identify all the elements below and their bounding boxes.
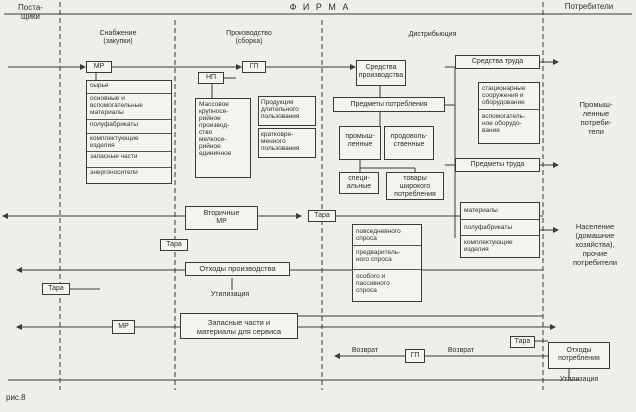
prod-np-box: НП [198,72,224,84]
waste-production-box: Отходы производства [185,262,290,276]
header-consumers: Потребители [564,2,614,11]
supply-item: энергоносители [87,167,171,184]
dist-industrial: промыш- ленные [339,126,381,160]
dist-means-production: Средства производства [356,60,406,86]
gp-bottom-box: ГП [405,349,425,363]
supply-items-list: сырье основные и вспомогательные материа… [86,80,172,184]
labor-item: полуфабрикаты [461,219,539,235]
tara-box-1: Тара [160,239,188,251]
dist-wide-goods: товары широкого потребления [386,172,444,200]
header-suppliers: Поста- щики [18,3,43,21]
prod-gp-box: ГП [242,61,266,73]
mr-bottom-box: МР [112,320,135,334]
labor-objects-list: материалы полуфабрикаты комплектующие из… [460,202,540,258]
supply-item: комплектующие изделия [87,133,171,151]
caption: рис.8 [6,393,26,402]
utilization-label-2: Утилизация [559,376,599,383]
prod-products-long: Продукция длительного пользования [258,96,316,126]
labor-item: стационарные сооружения и оборудование [482,85,526,106]
supply-item: сырье [90,82,109,89]
return-label-1: Возврат [351,347,379,354]
header-firm: Ф И Р М А [289,2,351,12]
demand-item: предваритель- ного спроса [353,245,421,269]
consumers-population: Население (домашние хозяйства), прочие п… [572,222,618,267]
col-distribution: Дистрибьюция [408,31,457,38]
prod-products-short: кратковре- менного пользования [258,128,316,158]
prod-mass-box: Массовое крупносе- рийное производ- ство… [195,98,251,178]
tara-box-3: Тара [42,283,70,295]
dist-food: продоволь- ственные [384,126,434,160]
labor-item: комплектующие изделия [461,235,539,258]
return-label-2: Возврат [447,347,475,354]
col-supply: Снабжение (закупки) [99,30,137,45]
utilization-label: Утилизация [210,291,250,298]
dist-consumer-goods: Предметы потребления [333,97,445,112]
labor-item: материалы [464,207,498,214]
consumers-industrial: Промыш- ленные потреби- тели [579,100,613,136]
supply-mr-box: МР [86,61,112,73]
consumer-waste-box: Отходы потребления [548,342,610,369]
secondary-mr-box: Вторичные МР [185,206,258,230]
spare-parts-box: Запасные части и материалы для сервиса [180,313,298,339]
labor-item: вспомогатель- ное оборудо- вание [479,109,539,144]
col-production: Производство (сборка) [226,30,272,45]
dist-demand-list: повседневного спроса предваритель- ного … [352,224,422,302]
supply-item: полуфабрикаты [87,119,171,133]
labor-objects-box: Предметы труда [455,158,540,172]
labor-means-box: Средства труда [455,55,540,69]
tara-box-2: Тара [308,210,336,222]
supply-item: запасные части [87,151,171,167]
supply-item: основные и вспомогательные материалы [87,93,171,119]
demand-item: особого и пассивного спроса [353,269,421,302]
dist-special: специ- альные [339,172,379,194]
labor-means-list: стационарные сооружения и оборудование в… [478,82,540,144]
demand-item: повседневного спроса [356,228,401,242]
tara-box-4: Тара [510,336,535,348]
